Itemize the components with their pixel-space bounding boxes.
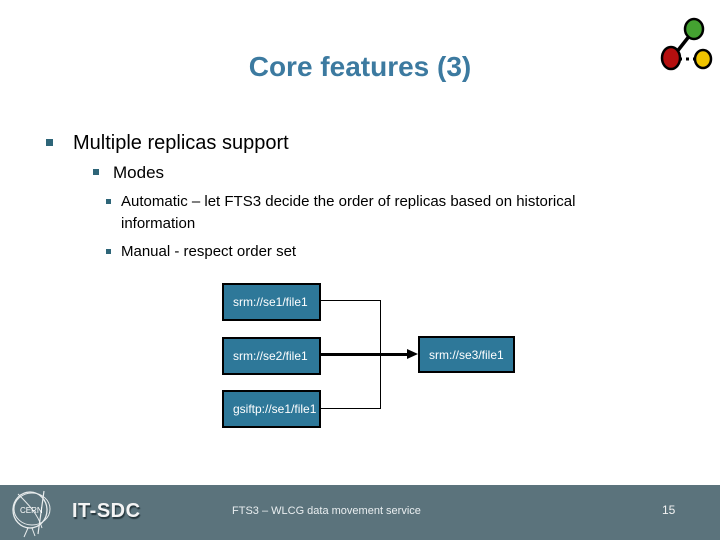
footer-caption: FTS3 – WLCG data movement service — [232, 505, 421, 517]
page-number: 15 — [662, 503, 676, 517]
square-bullet-icon — [46, 139, 53, 146]
bullet-item-level2: Modes — [93, 162, 686, 184]
bullet-item-level3-manual: Manual - respect order set — [106, 241, 686, 263]
group-label: IT-SDC — [72, 500, 141, 522]
bullet-item-level3-automatic: Automatic – let FTS3 decide the order of… — [106, 191, 686, 235]
bullet-item-level1: Multiple replicas support — [46, 131, 686, 155]
molecule-logo-icon — [660, 17, 713, 71]
bullet-list: Multiple replicas support Modes Automati… — [46, 131, 686, 263]
source-replica-box: srm://se1/file1 — [222, 283, 321, 321]
bullet-text: Manual - respect order set — [121, 243, 297, 260]
connector-line-bottom — [320, 408, 381, 409]
arrow-head-icon — [407, 349, 418, 359]
target-replica-box: srm://se3/file1 — [418, 336, 515, 373]
source-replica-box: gsiftp://se1/file1 — [222, 390, 321, 428]
connector-line-top — [320, 300, 381, 301]
square-bullet-icon — [93, 169, 99, 175]
bullet-text: Multiple replicas support — [73, 132, 289, 154]
footer-bar: CERN IT-SDC FTS3 – WLCG data movement se… — [0, 485, 720, 540]
source-replica-box: srm://se2/file1 — [222, 337, 321, 375]
slide-title: Core features (3) — [248, 51, 472, 82]
bullet-text: Modes — [113, 163, 165, 182]
bullet-text: Automatic – let FTS3 decide the order of… — [121, 193, 576, 232]
transfer-arrow — [321, 353, 409, 356]
cern-logo-text: CERN — [20, 506, 43, 515]
square-bullet-icon — [106, 199, 111, 204]
square-bullet-icon — [106, 249, 111, 254]
cern-logo-icon: CERN — [12, 490, 51, 538]
